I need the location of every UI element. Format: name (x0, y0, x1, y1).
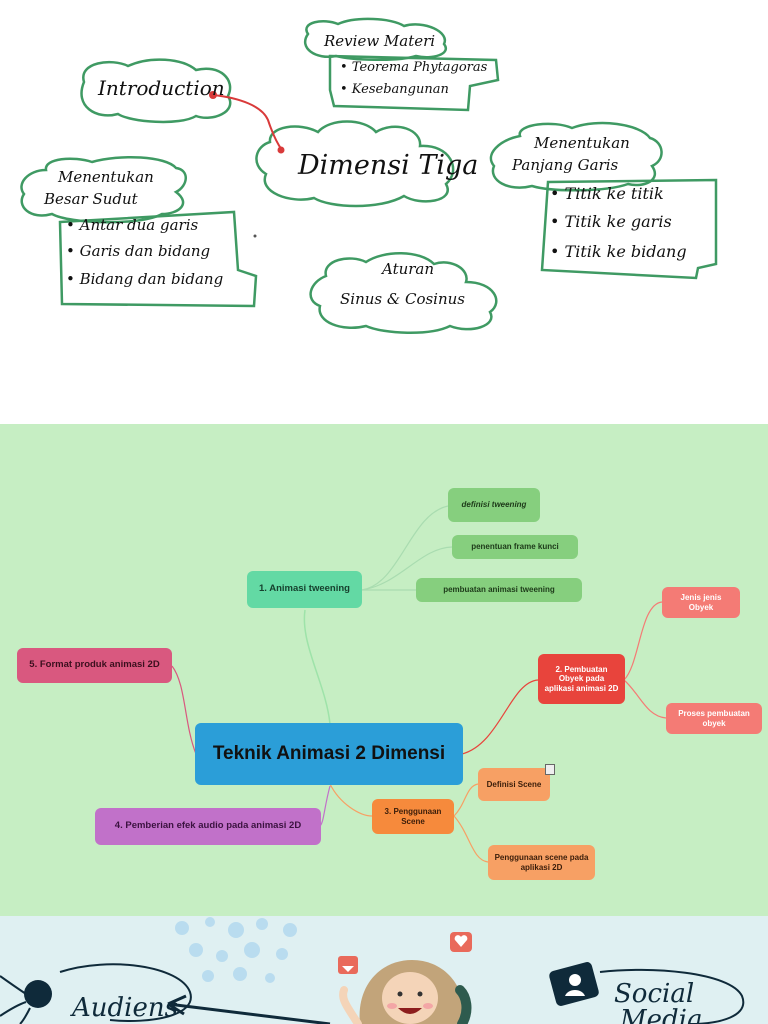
audiens-label: Audiens (70, 993, 178, 1023)
social-illustration-panel: Audiens Social Media (0, 916, 768, 1024)
social-label-line-2: Media (619, 1005, 702, 1024)
audiens-oval (59, 963, 192, 1022)
connector-scene-aplikasi (453, 815, 489, 863)
aturan-line-2: Sinus & Cosinus (340, 290, 466, 308)
connector-tweening-definisi (361, 505, 449, 591)
efek-audio-node[interactable]: 4. Pemberian efek audio pada animasi 2D (95, 808, 321, 845)
jenis-obyek-node[interactable]: Jenis jenis Obyek (662, 587, 740, 618)
center-bubble (255, 120, 455, 208)
panjang-item-1: • Titik ke titik (550, 184, 664, 203)
center-topic-node[interactable]: Teknik Animasi 2 Dimensi (195, 723, 463, 785)
panjang-title-line-1: Menentukan (534, 134, 630, 152)
penggunaan-scene-node[interactable]: 3. Penggunaan Scene (372, 799, 454, 834)
pembuatan-tweening-node[interactable]: pembuatan animasi tweening (416, 578, 582, 602)
audiens-lines (0, 975, 31, 1024)
animasi-tweening-node[interactable]: 1. Animasi tweening (247, 571, 362, 608)
format-produk-node[interactable]: 5. Format produk animasi 2D (17, 648, 172, 683)
sketch-drawing (20, 17, 718, 334)
connector-obyek-jenis (623, 601, 663, 681)
aturan-bubble (309, 252, 498, 334)
arrow-icon (167, 994, 331, 1024)
aturan-line-1: Aturan (382, 260, 435, 278)
character-smile (398, 1008, 422, 1014)
sketch-mindmap-panel: Introduction Dimensi Tiga Review Materi … (0, 0, 768, 424)
chat-bubble-left (338, 956, 358, 974)
definisi-tweening-node[interactable]: definisi tweening (448, 488, 540, 522)
frame-kunci-node[interactable]: penentuan frame kunci (452, 535, 578, 559)
intro-connector (212, 94, 283, 151)
review-item-2: • Kesebangunan (340, 82, 449, 97)
connector-scene-definisi (453, 783, 479, 817)
social-oval (599, 968, 745, 1024)
stray-dot (253, 234, 257, 238)
character-left-arm (339, 986, 362, 1024)
sudut-title-line-1: Menentukan (58, 168, 154, 186)
connector-dot-start (209, 91, 217, 99)
pembuatan-obyek-node[interactable]: 2. Pembuatan Obyek pada aplikasi animasi… (538, 654, 625, 704)
connector-tweening-frame (361, 546, 453, 591)
review-item-1: • Teorema Phytagoras (340, 60, 488, 75)
review-title: Review Materi (324, 32, 436, 50)
note-icon (545, 764, 555, 775)
penggunaan-scene-aplikasi-node[interactable]: Penggunaan scene pada aplikasi 2D (488, 845, 595, 880)
panjang-item-2: • Titik ke garis (550, 212, 672, 231)
connector-center-audio (319, 785, 331, 827)
social-illustration: Audiens Social Media (0, 917, 745, 1024)
center-topic-text: Dimensi Tiga (298, 150, 479, 181)
sudut-item-2: • Garis dan bidang (66, 242, 211, 260)
sudut-item-1: • Antar dua garis (66, 216, 199, 234)
connector-dot-end (277, 146, 285, 154)
review-list-box (328, 54, 500, 112)
intro-text: Introduction (98, 76, 225, 100)
connector-center-tweening (303, 609, 331, 725)
intro-bubble (80, 58, 232, 124)
connector-center-scene (329, 783, 373, 817)
sudut-item-3: • Bidang dan bidang (66, 270, 224, 288)
panjang-title-line-2: Panjang Garis (512, 156, 619, 174)
digital-mindmap-panel: Teknik Animasi 2 Dimensi 1. Animasi twee… (0, 424, 768, 916)
sudut-list-box (58, 210, 258, 308)
sudut-bubble (20, 155, 187, 224)
definisi-scene-node[interactable]: Definisi Scene (478, 768, 550, 801)
connector-center-obyek (461, 679, 539, 755)
mindmap-connectors (171, 505, 667, 863)
character-face (382, 972, 438, 1024)
sudut-title-line-2: Besar Sudut (44, 190, 138, 208)
social-label-line-1: Social (614, 979, 694, 1009)
panjang-item-3: • Titik ke bidang (550, 242, 687, 261)
connector-obyek-proses (623, 679, 667, 719)
panjang-list-box (540, 178, 718, 280)
audiens-node-icon (24, 980, 52, 1008)
decorative-dots (175, 917, 297, 983)
connector-center-format (171, 665, 197, 755)
character-right-arm (455, 985, 472, 1024)
proses-pembuatan-node[interactable]: Proses pembuatan obyek (666, 703, 762, 734)
